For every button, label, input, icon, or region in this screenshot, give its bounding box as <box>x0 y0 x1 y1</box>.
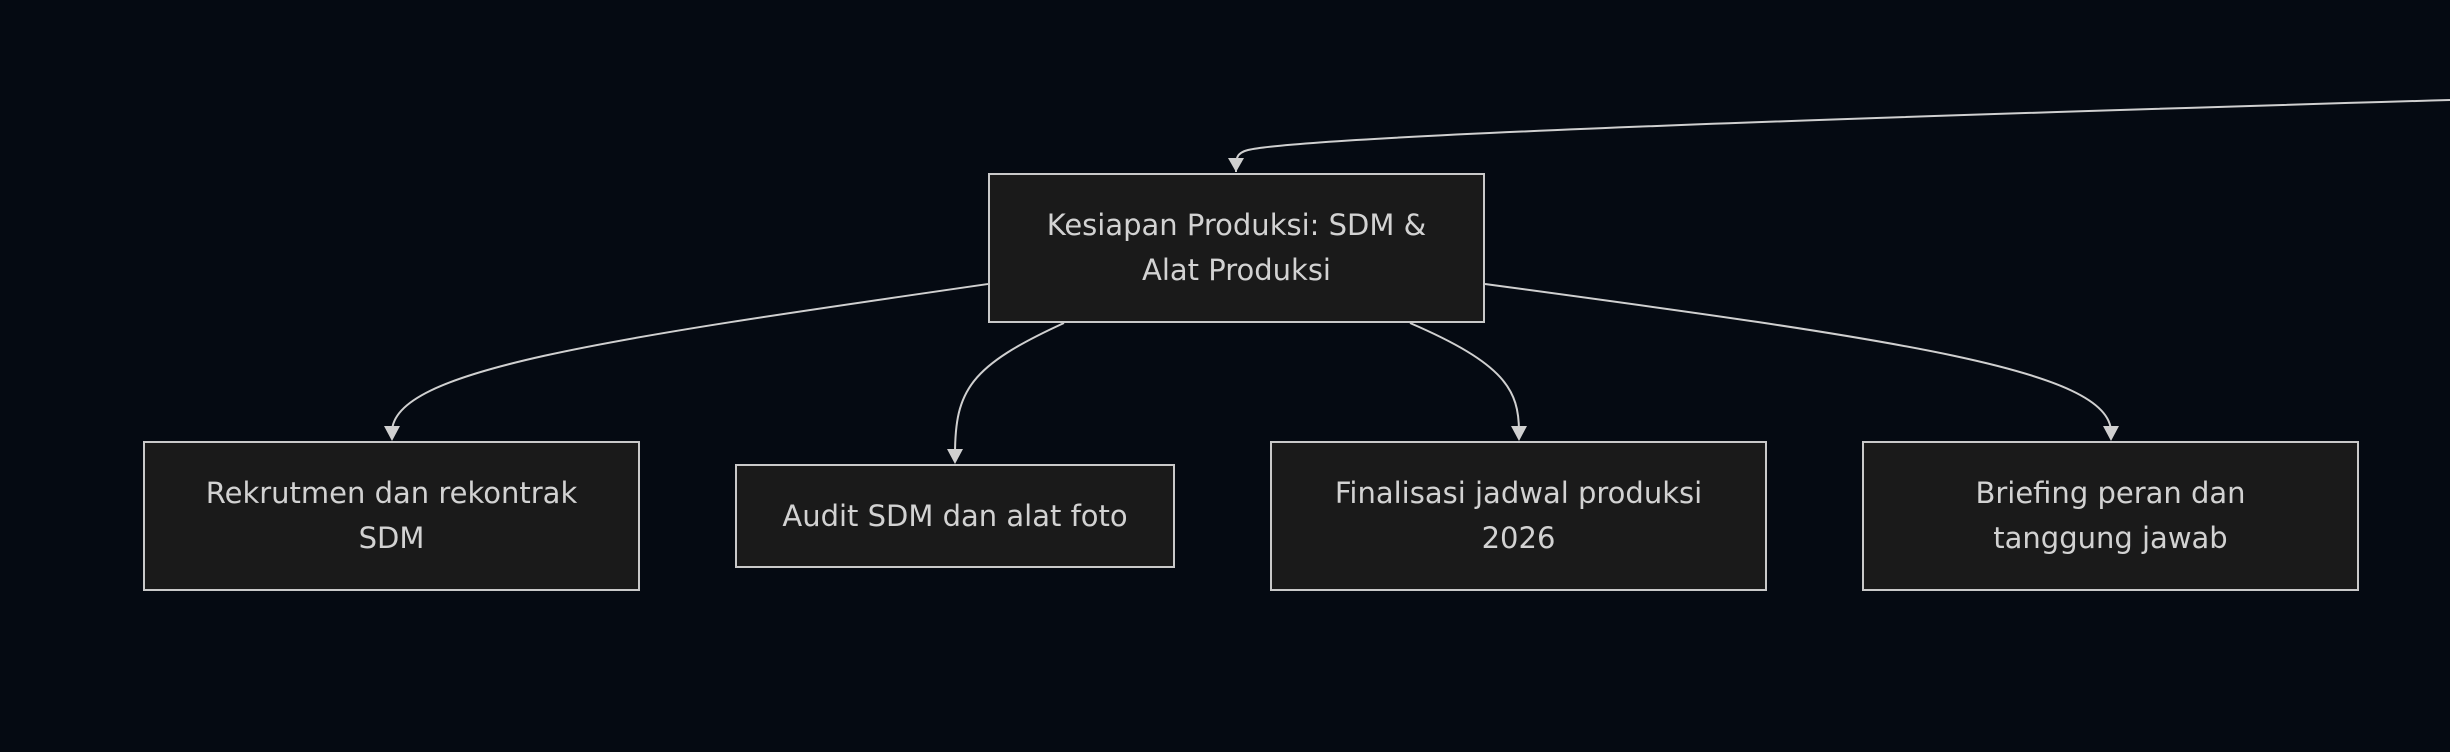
arrowhead-rekrutmen <box>384 426 400 441</box>
edge-root-to-briefing <box>1484 283 2112 433</box>
node-audit-label: Audit SDM dan alat foto <box>782 498 1128 533</box>
node-rekrutmen-label: Rekrutmen dan rekontrak SDM <box>205 476 578 555</box>
edge-root-to-finalisasi <box>1409 322 1520 433</box>
node-finalisasi: Finalisasi jadwal produksi 2026 <box>1270 441 1767 591</box>
node-rekrutmen: Rekrutmen dan rekontrak SDM <box>143 441 640 591</box>
node-root-label: Kesiapan Produksi: SDM & Alat Produksi <box>1046 208 1427 287</box>
node-audit: Audit SDM dan alat foto <box>735 464 1175 568</box>
arrowhead-briefing <box>2103 426 2119 441</box>
edge-root-to-audit <box>954 322 1065 456</box>
arrowhead-finalisasi <box>1511 426 1527 441</box>
node-briefing: Briefing peran dan tanggung jawab <box>1862 441 2359 591</box>
arrowhead-audit <box>947 449 963 464</box>
edge-root-to-rekrutmen <box>391 283 989 433</box>
node-root: Kesiapan Produksi: SDM & Alat Produksi <box>988 173 1485 323</box>
node-finalisasi-label: Finalisasi jadwal produksi 2026 <box>1334 476 1703 555</box>
edge-incoming-to-root <box>1235 99 2450 173</box>
node-briefing-label: Briefing peran dan tanggung jawab <box>1975 476 2246 555</box>
arrowhead-root <box>1228 158 1244 172</box>
